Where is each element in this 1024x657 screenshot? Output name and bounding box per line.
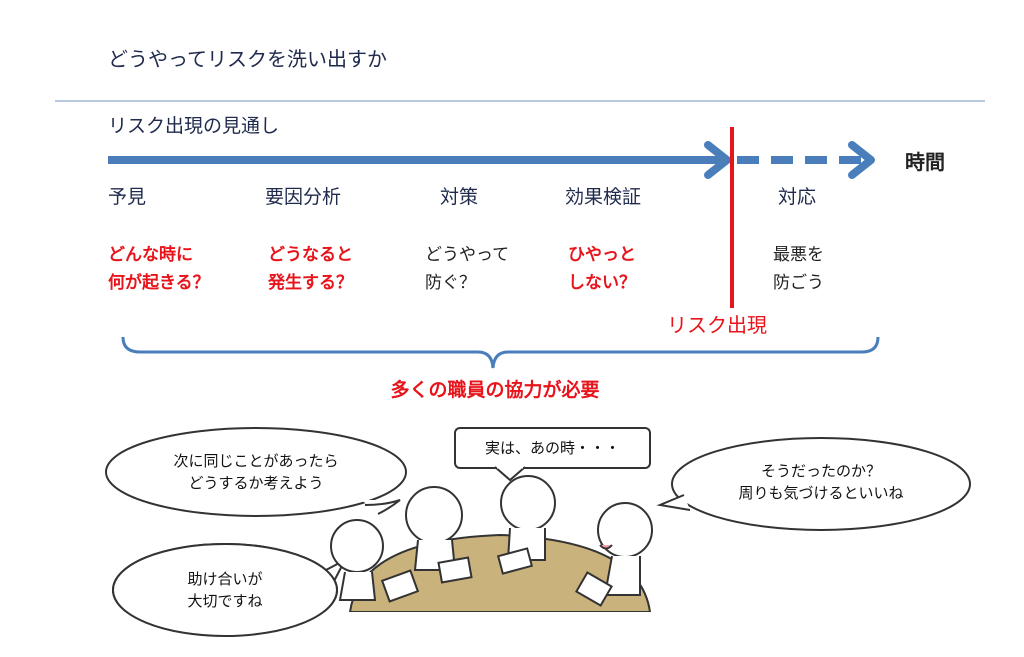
risk-emergence-label: リスク出現 [667,313,767,337]
stage-desc: どんな時に何が起きる？ [108,245,210,293]
speech-bottom-left: 助け合いが大切ですね [187,570,263,610]
brace [121,336,880,369]
page-title: どうやってリスクを洗い出すか [108,47,387,71]
stage-label: 対策 [440,186,479,208]
timeline-arrow [108,141,875,179]
cooperation-label: 多くの職員の協力が必要 [390,379,600,401]
bottom-left-bubble-shape [112,543,338,637]
top-center-bubble [454,427,651,469]
stage-label: 予見 [108,186,147,208]
stage-desc: 最悪を防ごう [773,245,824,293]
top-left-bubble [105,427,407,517]
stage-label: 要因分析 [265,186,342,208]
time-label: 時間 [905,150,945,174]
stage-desc: どうやって防ぐ？ [425,245,510,293]
section-title: リスク出現の見通し [108,115,280,137]
stage-desc: どうなると発生する？ [268,245,353,293]
speech-right: そうだったのか？周りも気づけるといいね [738,462,904,502]
stage-label: 効果検証 [565,186,642,208]
speech-top-left: 次に同じことがあったらどうするか考えよう [173,452,339,492]
speech-top-center: 実は、あの時・・・ [484,439,620,457]
stage-desc: ひやっとしない？ [568,245,636,293]
stage-label: 対応 [778,186,817,208]
right-bubble [671,437,971,531]
